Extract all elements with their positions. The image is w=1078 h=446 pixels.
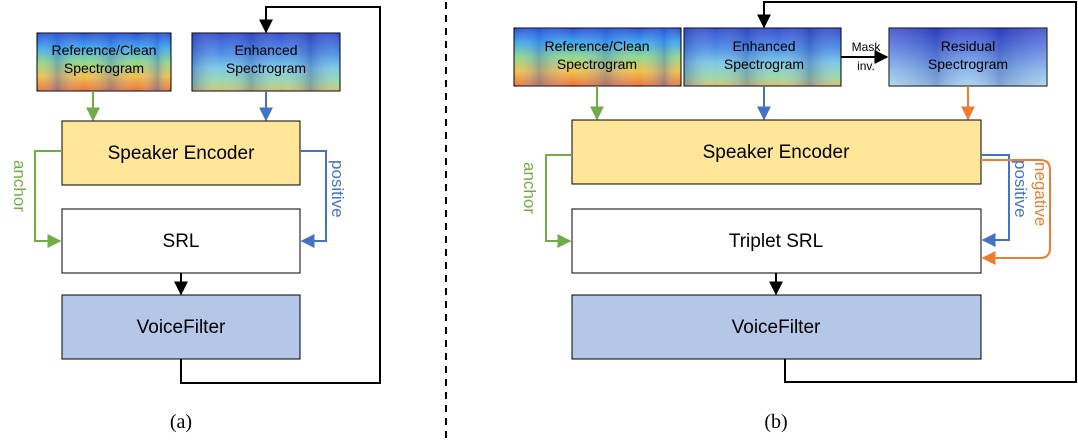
negative-label-b: negative	[1031, 162, 1050, 226]
positive-label-b: positive	[1011, 160, 1030, 218]
anchor-label-b: anchor	[520, 162, 539, 214]
anchor-label-a: anchor	[10, 160, 29, 212]
speaker-encoder-b: Speaker Encoder	[571, 119, 982, 185]
triplet-srl-box-b: Triplet SRL	[571, 208, 982, 274]
enhanced-label-line2: Spectrogram	[724, 56, 804, 72]
reference-label-line1: Reference/Clean	[544, 38, 649, 54]
enhanced-label-line1: Enhanced	[732, 38, 795, 54]
reference-label-line1: Reference/Clean	[51, 42, 156, 58]
reference-spectrogram-b: Reference/Clean Spectrogram	[513, 27, 682, 87]
positive-label-a: positive	[328, 160, 347, 218]
feedback-loop-arrow-b	[757, 1, 1077, 383]
panel-b: Reference/Clean Spectrogram Enhanced Spe…	[513, 1, 1077, 433]
panel-a: Reference/Clean Spectrogram Enhanced Spe…	[10, 6, 381, 433]
residual-label-line2: Spectrogram	[928, 56, 1008, 72]
reference-label-line2: Spectrogram	[557, 56, 637, 72]
anchor-arrow-b	[545, 154, 572, 248]
caption-a: (a)	[170, 411, 192, 433]
residual-spectrogram-b: Residual Spectrogram	[888, 27, 1048, 87]
anchor-arrow-a	[34, 150, 62, 248]
positive-arrow-b	[981, 154, 1010, 247]
negative-arrow-b	[981, 159, 1051, 265]
srl-label-a: SRL	[163, 231, 200, 252]
feedback-loop-arrow-a	[180, 6, 381, 384]
speaker-encoder-a: Speaker Encoder	[61, 120, 301, 186]
positive-arrow-a	[300, 150, 327, 248]
mask-label-line1: Mask	[852, 40, 882, 54]
reference-label-line2: Spectrogram	[64, 60, 144, 76]
enhanced-spectrogram-a: Enhanced Spectrogram	[191, 32, 341, 92]
voicefilter-box-b: VoiceFilter	[571, 294, 982, 360]
enhanced-label-line2: Spectrogram	[226, 60, 306, 76]
srl-label-b: Triplet SRL	[729, 231, 823, 252]
mask-label-line2: inv.	[857, 59, 875, 73]
caption-b: (b)	[764, 411, 787, 433]
encoder-label-a: Speaker Encoder	[108, 143, 255, 164]
voicefilter-label-b: VoiceFilter	[732, 317, 821, 338]
encoder-label-b: Speaker Encoder	[703, 142, 850, 163]
srl-box-a: SRL	[61, 208, 301, 274]
enhanced-spectrogram-b: Enhanced Spectrogram	[683, 27, 842, 87]
voicefilter-label-a: VoiceFilter	[137, 317, 226, 338]
voicefilter-box-a: VoiceFilter	[61, 294, 301, 360]
residual-label-line1: Residual	[941, 38, 995, 54]
enhanced-label-line1: Enhanced	[234, 42, 297, 58]
reference-spectrogram-a: Reference/Clean Spectrogram	[36, 32, 172, 92]
